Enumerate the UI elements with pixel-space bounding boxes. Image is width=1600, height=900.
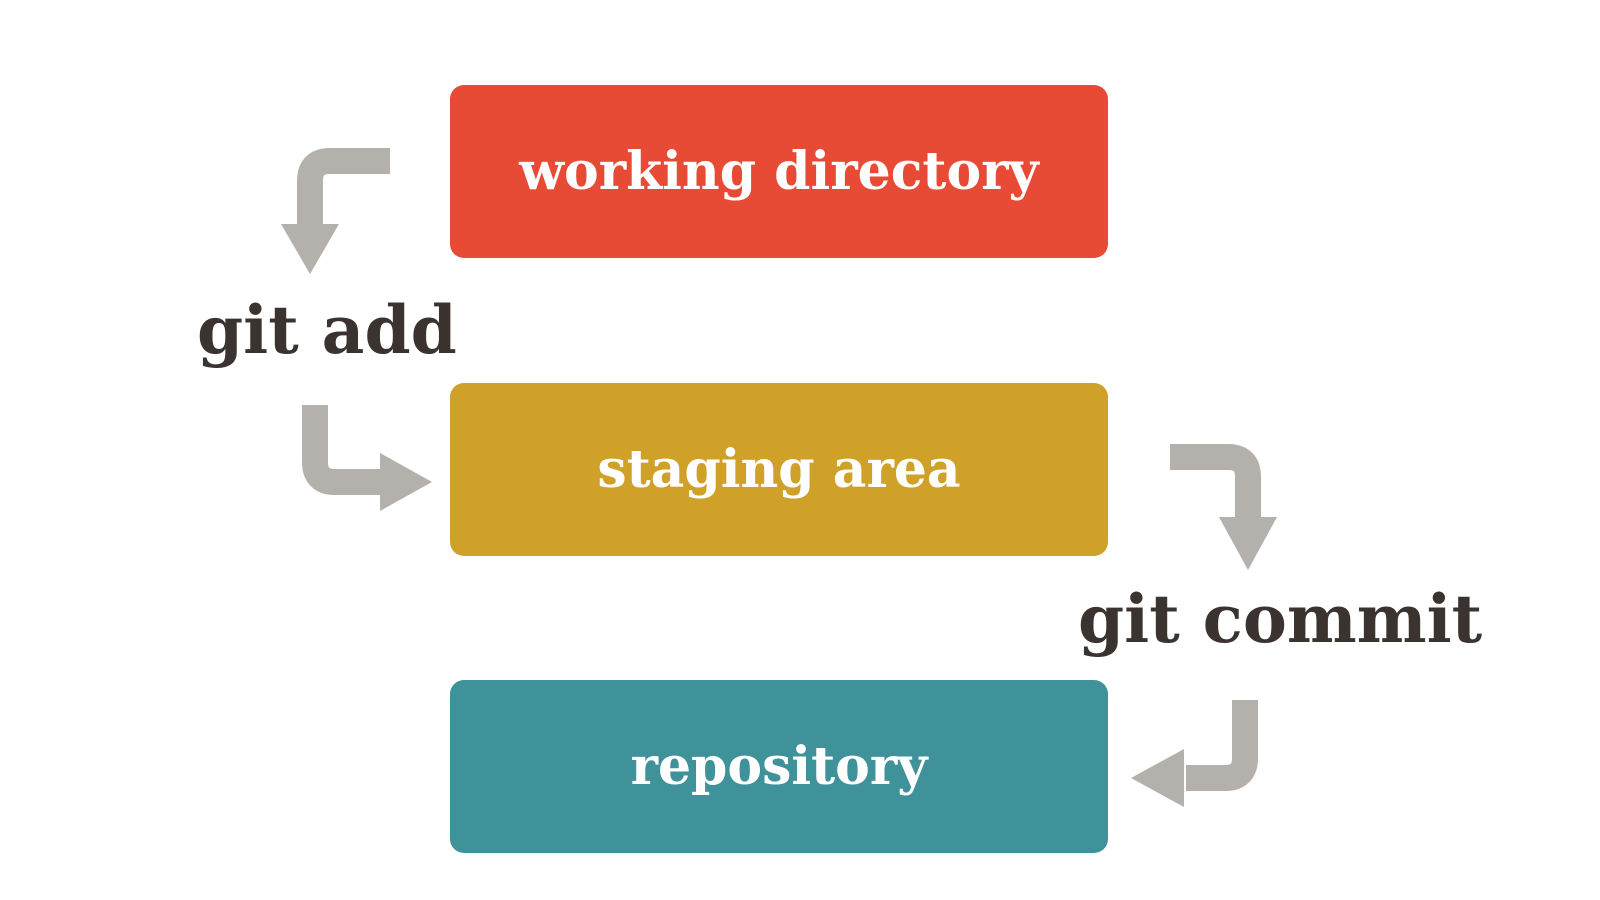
working-to-git-add-arrow-icon bbox=[281, 148, 390, 274]
git-add-command-label: git add bbox=[197, 291, 457, 369]
git-commit-to-repository-arrow-icon bbox=[1131, 700, 1258, 807]
staging-to-git-commit-arrow-icon bbox=[1170, 444, 1277, 570]
node-repository-label: repository bbox=[630, 736, 928, 797]
node-staging-area: staging area bbox=[450, 383, 1108, 556]
node-repository: repository bbox=[450, 680, 1108, 853]
git-commit-command-label: git commit bbox=[1078, 580, 1483, 658]
node-working-directory-label: working directory bbox=[519, 141, 1039, 202]
node-staging-area-label: staging area bbox=[597, 439, 961, 500]
git-add-to-staging-arrow-icon bbox=[302, 405, 432, 511]
node-working-directory: working directory bbox=[450, 85, 1108, 258]
